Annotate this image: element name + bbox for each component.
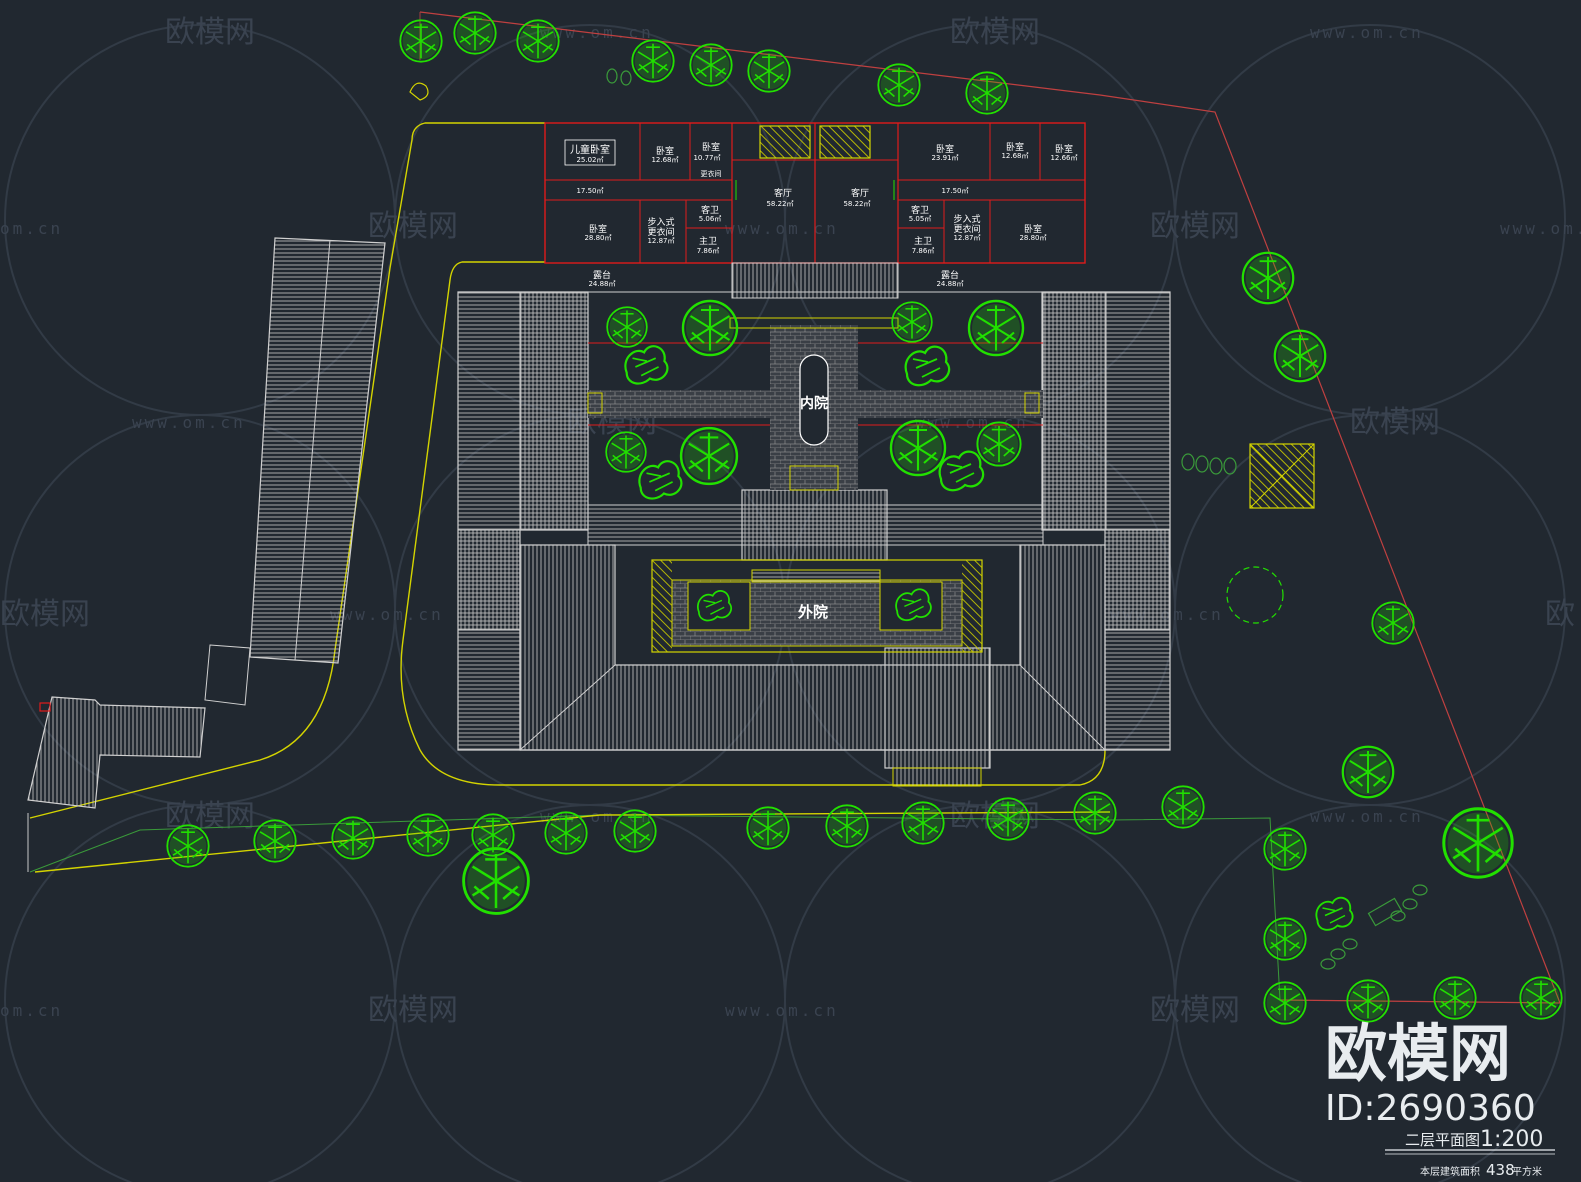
stamp-brand: 欧模网 xyxy=(1325,1017,1511,1090)
watermark-url: om.cn xyxy=(0,1001,63,1020)
watermark-url: om.cn xyxy=(0,219,63,238)
room-bedroom-area: 12.68㎡ xyxy=(651,156,678,164)
room-terrace: 露台 xyxy=(941,269,959,281)
left-wing-building xyxy=(27,237,386,809)
room-guest-bath: 客卫 xyxy=(911,204,929,216)
room-living: 客厅 xyxy=(774,187,792,199)
room-terrace-area: 24.88㎡ xyxy=(588,280,615,288)
room-walkin-area: 12.87㎡ xyxy=(953,234,980,242)
room-walkin: 步入式 xyxy=(953,213,980,225)
floor-area-unit: 平方米 xyxy=(1512,1165,1542,1178)
site-trees xyxy=(166,11,1563,1025)
floor-area-value: 438 xyxy=(1486,1161,1515,1179)
room-living-area: 58.22㎡ xyxy=(843,200,870,208)
watermark-brand: 欧模网 xyxy=(368,209,458,244)
main-roof xyxy=(457,291,1171,787)
room-walkin-area: 12.87㎡ xyxy=(647,237,674,245)
room-kids-bedroom: 儿童卧室 xyxy=(570,143,610,156)
room-living-area: 58.22㎡ xyxy=(766,200,793,208)
room-guest-bath-area: 5.06㎡ xyxy=(699,215,722,223)
room-walkin: 更衣间 xyxy=(647,226,674,238)
title-block: 二层平面图 1:200 本层建筑面积 438 平方米 xyxy=(1385,1127,1555,1179)
watermark-brand: 欧模网 xyxy=(1150,209,1240,244)
room-bedroom-label: 卧室 xyxy=(656,145,674,157)
room-master-bath-area: 7.86㎡ xyxy=(697,247,720,255)
watermark-url: www.om.cn xyxy=(1310,807,1424,826)
room-guest-bath-area: 5.05㎡ xyxy=(909,215,932,223)
watermark-url: www.om.cn xyxy=(725,1001,839,1020)
room-bedroom-label: 卧室 xyxy=(1055,143,1073,155)
watermark-url: www.om.cn xyxy=(1310,23,1424,42)
room-bedroom-area: 12.68㎡ xyxy=(1001,152,1028,160)
room-bedroom-label: 卧室 xyxy=(1006,141,1024,153)
room-master-bath: 主卫 xyxy=(914,235,932,247)
room-bedroom-area: 23.91㎡ xyxy=(931,154,958,162)
room-kids-bedroom-area: 25.02㎡ xyxy=(576,156,603,164)
watermark-url: www.om.cn xyxy=(330,605,444,624)
watermark-brand: 欧模网 xyxy=(368,993,458,1028)
inner-courtyard-label: 内院 xyxy=(800,395,828,412)
drawing-scale: 1:200 xyxy=(1480,1127,1543,1152)
floor-area-label: 本层建筑面积 xyxy=(1420,1165,1480,1178)
watermark-brand: 欧模网 xyxy=(950,15,1040,50)
watermark-brand: 欧模网 xyxy=(1350,405,1440,440)
brand-stamp: 欧模网 ID:2690360 xyxy=(1325,1017,1536,1129)
drawing-title: 二层平面图 xyxy=(1405,1131,1480,1149)
room-terrace: 露台 xyxy=(593,269,611,281)
room-walkin: 步入式 xyxy=(647,216,674,228)
room-bedroom-area: 12.66㎡ xyxy=(1050,154,1077,162)
room-bedroom-area: 28.80㎡ xyxy=(1019,234,1046,242)
watermark-brand: 欧模网 xyxy=(165,15,255,50)
room-bedroom-label: 卧室 xyxy=(589,223,607,235)
pavilion xyxy=(1249,443,1315,509)
watermark-brand: 欧模网 xyxy=(1150,993,1240,1028)
watermark-url: www.om.cn xyxy=(1500,219,1581,238)
room-master-bath: 主卫 xyxy=(699,235,717,247)
room-bedroom-area: 28.80㎡ xyxy=(584,234,611,242)
room-terrace-area: 24.88㎡ xyxy=(936,280,963,288)
room-guest-bath: 客卫 xyxy=(701,204,719,216)
room-master-bath-area: 7.86㎡ xyxy=(912,247,935,255)
room-bedroom-label: 卧室 xyxy=(702,141,720,153)
watermark-brand: 欧 xyxy=(1545,597,1575,632)
room-walkin: 更衣间 xyxy=(953,223,980,235)
room-living: 客厅 xyxy=(851,187,869,199)
outer-courtyard-label: 外院 xyxy=(797,603,828,621)
watermark-brand: 欧模网 xyxy=(0,597,90,632)
outer-courtyard: 外院 xyxy=(651,559,983,653)
stamp-id: ID:2690360 xyxy=(1325,1088,1536,1129)
room-bedroom-label: 卧室 xyxy=(1024,223,1042,235)
room-note: 更衣间 xyxy=(701,169,722,178)
stepping-stones xyxy=(606,68,1428,970)
corridor-area: 17.50㎡ xyxy=(941,187,968,195)
watermark-url: www.om.cn xyxy=(725,219,839,238)
watermark-url: www.om.cn xyxy=(132,413,246,432)
room-plan: 儿童卧室 25.02㎡ 卧室 12.68㎡ 卧室 10.77㎡ 更衣间 卧室 2… xyxy=(544,122,1086,299)
room-bedroom-label: 卧室 xyxy=(936,143,954,155)
watermark-circles xyxy=(4,24,1566,1182)
room-bedroom-area: 10.77㎡ xyxy=(693,154,720,162)
corridor-area: 17.50㎡ xyxy=(576,187,603,195)
